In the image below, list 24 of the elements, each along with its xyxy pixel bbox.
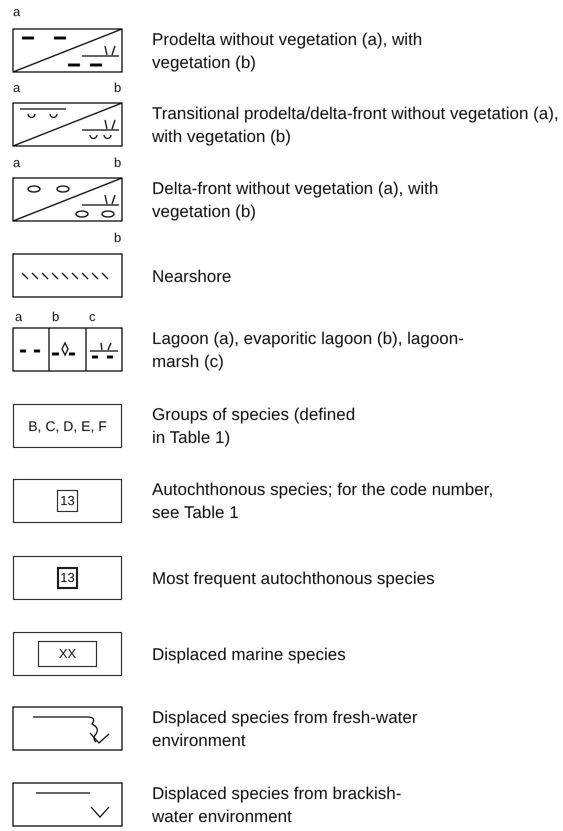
legend-text: Displaced species from fresh-water environment	[152, 707, 418, 752]
legend-text: Delta-front without vegetation (a), with vegetation (b)	[152, 178, 440, 223]
legend-text: Prodelta without vegetation (a), with vegetation (b)	[152, 29, 424, 74]
legend-text: Autochthonous species; for the code number, see Table 1	[152, 479, 494, 524]
sample-letter: a	[13, 5, 20, 19]
legend-text: Groups of species (defined in Table 1)	[152, 404, 356, 449]
sample-letter: a	[13, 81, 20, 95]
legend-text: Lagoon (a), evaporitic lagoon (b), lagoon-marsh (c)	[152, 328, 465, 373]
sample-letter: b	[52, 310, 60, 324]
sample-letter: b	[114, 156, 122, 170]
code-number: 13	[57, 490, 78, 512]
symbol-text: XX	[38, 641, 98, 667]
legend-text: Transitional prodelta/delta-front without vegetation (a), with vegetation (b)	[152, 103, 560, 148]
species-groups-text: B, C, D, E, F	[28, 419, 107, 433]
legend-text: Most frequent autochthonous species	[152, 568, 435, 590]
code-number: 13	[57, 567, 78, 589]
sample-letter: a	[13, 156, 20, 170]
legend-text: Displaced species from brackish-water environment	[152, 783, 402, 828]
sample-letter: a	[15, 310, 22, 324]
legend-text: Nearshore	[152, 266, 232, 288]
legend-text: Displaced marine species	[152, 644, 346, 666]
sample-letter: b	[114, 81, 122, 95]
sample-letter: b	[114, 231, 122, 245]
sample-letter: c	[89, 310, 96, 324]
